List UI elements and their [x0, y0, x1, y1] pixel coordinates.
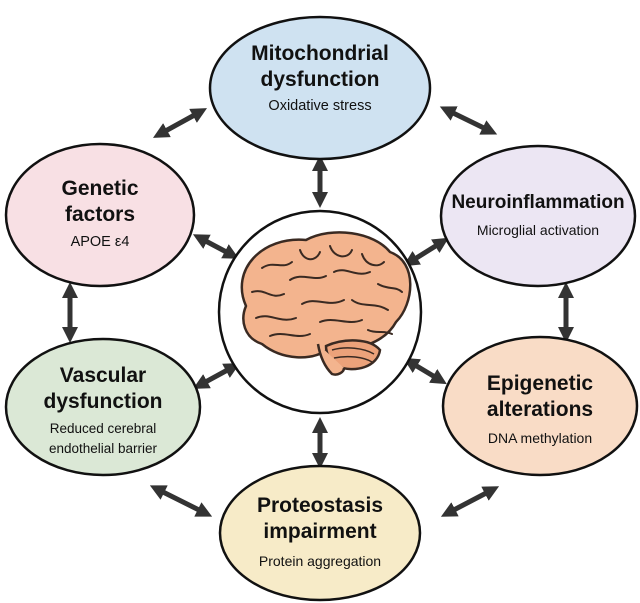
arrow-mito-genetic [152, 108, 208, 138]
node-vascular-ellipse [4, 337, 202, 477]
node-epigenetic-title-1: Epigenetic [487, 372, 594, 395]
node-vascular-sub-2: endothelial barrier [49, 441, 158, 456]
node-epigenetic-ellipse [441, 335, 639, 477]
node-mitochondrial-sub: Oxidative stress [268, 98, 371, 114]
node-mitochondrial-title-1: Mitochondrial [251, 42, 389, 65]
arrow-vascular-center [192, 363, 241, 389]
node-epigenetic: Epigenetic alterations DNA methylation [441, 335, 639, 477]
arrow-epigenetic-proteostasis [440, 486, 500, 517]
node-neuroinflammation-sub: Microglial activation [477, 222, 599, 238]
node-proteostasis-title-2: impairment [263, 520, 376, 543]
node-vascular-title-1: Vascular [60, 364, 146, 387]
node-vascular-sub-1: Reduced cerebral [50, 421, 157, 436]
node-genetic-sub: APOE ε4 [71, 234, 130, 250]
node-neuroinflammation-title: Neuroinflammation [451, 192, 624, 213]
node-genetic-ellipse [4, 142, 196, 288]
node-mitochondrial-title-2: dysfunction [261, 68, 380, 91]
node-vascular: Vascular dysfunction Reduced cerebral en… [4, 337, 202, 477]
arrow-genetic-center [192, 234, 240, 259]
arrow-epigenetic-center [403, 357, 447, 385]
node-mitochondrial-ellipse [208, 15, 432, 161]
arrows [61, 106, 575, 517]
center-node [217, 209, 423, 415]
node-mitochondrial: Mitochondrial dysfunction Oxidative stre… [208, 15, 432, 161]
node-genetic-title-2: factors [65, 203, 135, 226]
node-proteostasis: Proteostasis impairment Protein aggregat… [218, 464, 422, 602]
node-genetic: Genetic factors APOE ε4 [4, 142, 196, 288]
node-neuroinflammation-ellipse [439, 144, 637, 288]
node-neuroinflammation: Neuroinflammation Microglial activation [439, 144, 637, 288]
node-proteostasis-title-1: Proteostasis [257, 494, 383, 517]
node-proteostasis-sub: Protein aggregation [259, 553, 381, 569]
node-genetic-title-1: Genetic [61, 177, 138, 200]
node-vascular-title-2: dysfunction [44, 390, 163, 413]
brain-icon [240, 231, 412, 376]
node-epigenetic-title-2: alterations [487, 398, 593, 421]
arrow-vascular-proteostasis [149, 485, 213, 517]
node-proteostasis-ellipse [218, 464, 422, 602]
node-epigenetic-sub: DNA methylation [488, 430, 592, 446]
arrow-neuro-center [403, 237, 449, 267]
arrow-mito-neuro [439, 106, 498, 135]
